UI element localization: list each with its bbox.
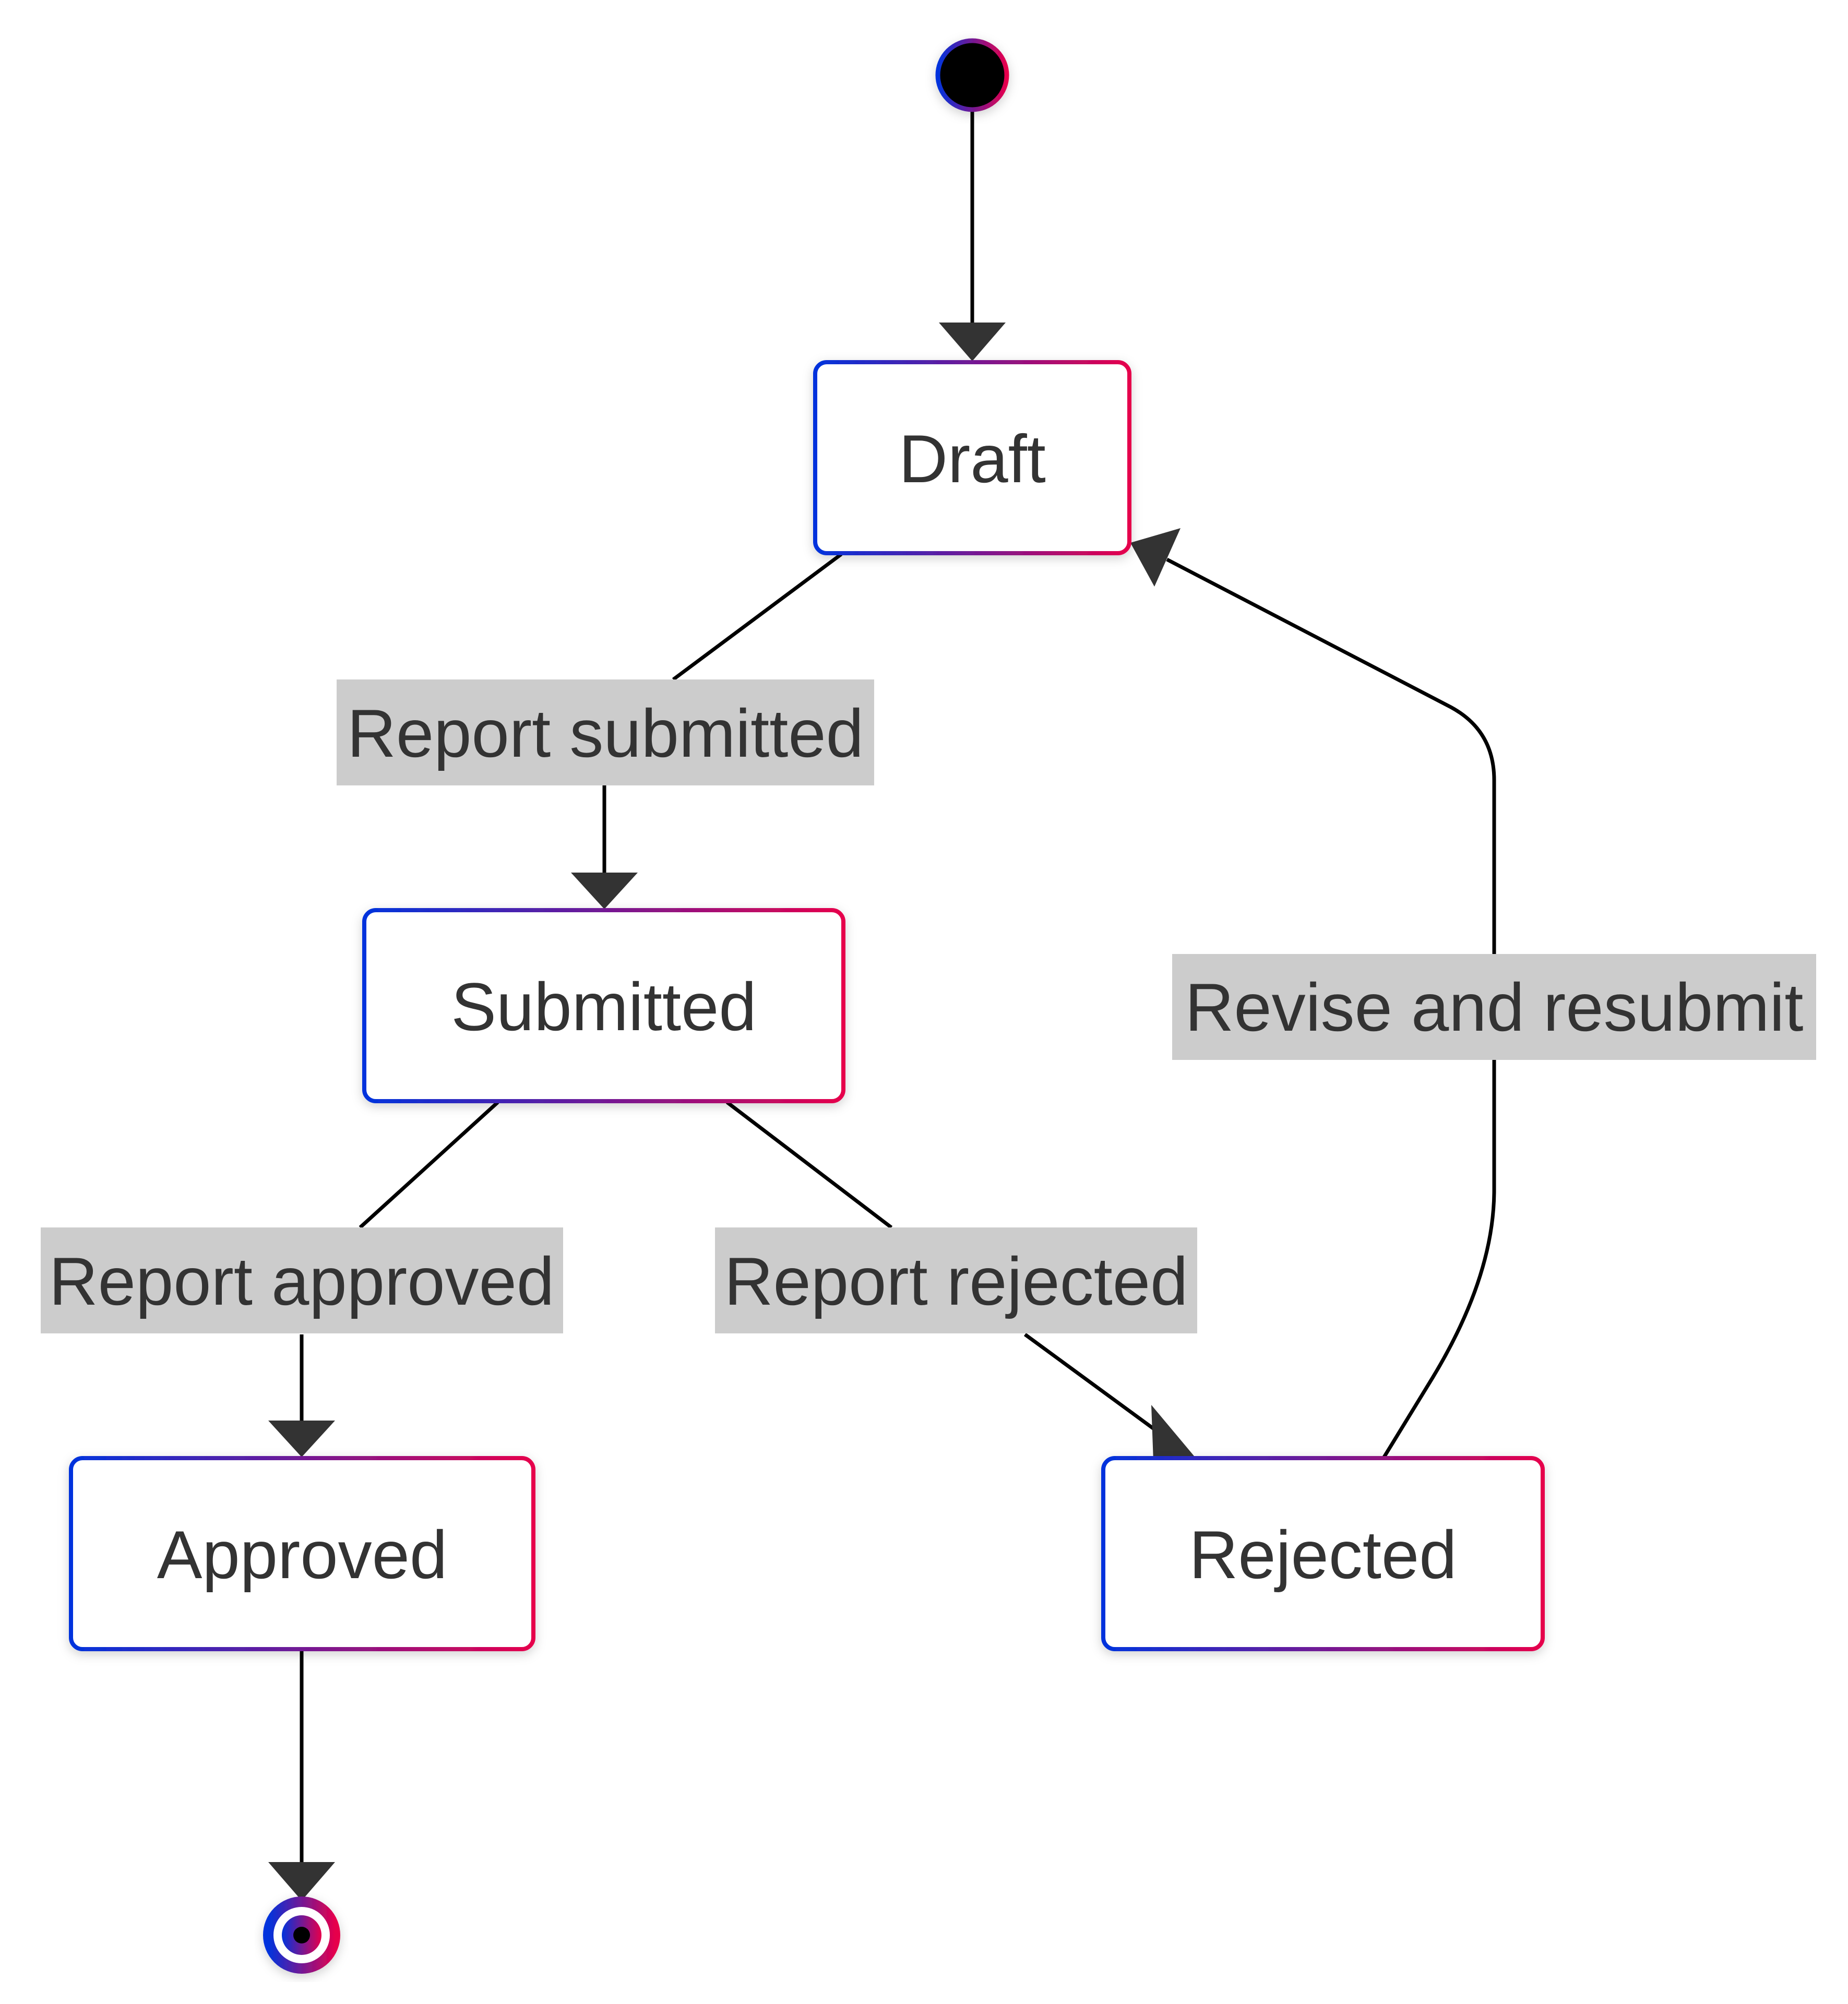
edge-label-text: Revise and resubmit — [1185, 969, 1804, 1045]
edge-approved-to-end — [268, 1651, 335, 1901]
state-label: Approved — [157, 1517, 448, 1593]
edge-draft-to-submitted — [571, 553, 843, 909]
edge-submitted-to-rejected — [725, 1101, 1194, 1461]
end-state — [263, 1896, 340, 1974]
state-draft[interactable]: Draft — [813, 360, 1131, 555]
arrowhead — [268, 1421, 335, 1457]
arrowhead — [1151, 1405, 1194, 1461]
edge-label-text: Report rejected — [724, 1243, 1188, 1319]
edge-rejected-to-draft — [1130, 528, 1496, 1458]
state-label: Draft — [899, 421, 1046, 497]
arrowhead — [268, 1862, 335, 1901]
edge-label-report-rejected: Report rejected — [715, 1227, 1197, 1333]
edge-label-text: Report submitted — [347, 695, 864, 771]
edge-submitted-to-approved — [268, 1101, 499, 1457]
state-approved[interactable]: Approved — [69, 1456, 535, 1651]
arrowhead — [1130, 528, 1181, 587]
edge-label-revise-and-resubmit: Revise and resubmit — [1172, 954, 1816, 1060]
arrowhead — [939, 323, 1006, 361]
state-submitted[interactable]: Submitted — [362, 908, 845, 1103]
state-label: Rejected — [1189, 1517, 1457, 1593]
edge-start-to-draft — [939, 112, 1006, 361]
edge-label-report-approved: Report approved — [41, 1227, 563, 1333]
state-rejected[interactable]: Rejected — [1101, 1456, 1545, 1651]
edge-label-text: Report approved — [49, 1243, 554, 1319]
start-state — [935, 38, 1009, 112]
arrowhead — [571, 873, 638, 909]
state-label: Submitted — [451, 969, 756, 1045]
edge-label-report-submitted: Report submitted — [337, 679, 874, 785]
